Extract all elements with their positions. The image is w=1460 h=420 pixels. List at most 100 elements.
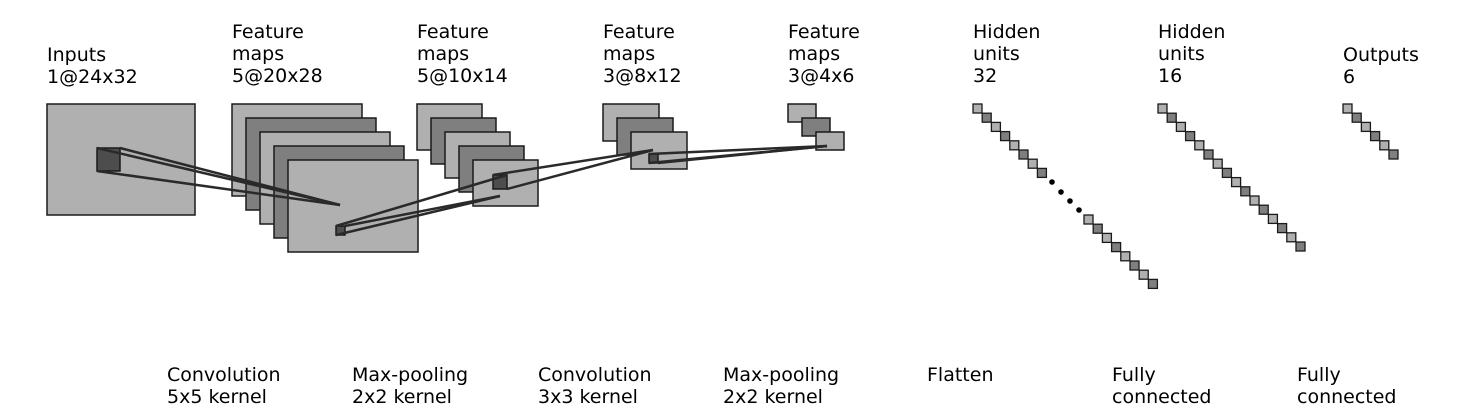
unit-square [1036, 167, 1048, 179]
unit-square [972, 103, 983, 114]
unit-square [1157, 103, 1168, 114]
connector-line [96, 169, 341, 207]
layer-label-line: Feature [788, 21, 860, 43]
operation-label-flatten: Flatten [927, 364, 993, 386]
unit-square [1018, 149, 1029, 160]
layer-label-feature-maps-2: Feature maps 5@10x14 [417, 21, 508, 87]
layer-label-line: Outputs [1343, 44, 1419, 66]
operation-label-line: 3x3 kernel [538, 386, 638, 408]
layer-label-line: units [1158, 43, 1205, 65]
unit-square [990, 121, 1002, 133]
operation-label-line: Max-pooling [723, 364, 840, 386]
operation-label-line: Convolution [167, 364, 281, 386]
operation-label-fully-connected-2: Fully connected [1297, 364, 1397, 408]
unit-square [1286, 232, 1297, 243]
layer-label-line: Hidden [1158, 21, 1226, 43]
layer-label-line: Feature [603, 21, 675, 43]
unit-square [1221, 167, 1233, 179]
operation-label-line: Max-pooling [352, 364, 469, 386]
layer-label-line: 5@20x28 [232, 65, 323, 87]
kernel-patch [96, 147, 121, 172]
operation-label-line: Fully [1112, 364, 1156, 386]
layer-label-line: 1@24x32 [47, 66, 138, 88]
unit-square [981, 112, 992, 123]
unit-square [1388, 149, 1399, 160]
layer-label-line: maps [603, 43, 656, 65]
operation-label-line: 2x2 kernel [723, 386, 823, 408]
feature-map [287, 159, 419, 253]
unit-square [1240, 186, 1251, 197]
layer-label-feature-maps-3: Feature maps 3@8x12 [603, 21, 682, 87]
layer-label-line: Hidden [973, 21, 1041, 43]
unit-square [999, 130, 1011, 142]
connector-line [335, 194, 501, 237]
operation-label-max-pooling-2: Max-pooling 2x2 kernel [723, 364, 839, 408]
unit-square [1212, 158, 1223, 169]
unit-square [1101, 232, 1113, 244]
unit-square [1194, 140, 1205, 151]
unit-square [1351, 112, 1362, 123]
connector-line [506, 148, 654, 191]
ellipsis-dot [1067, 198, 1073, 204]
layer-label-inputs: Inputs 1@24x32 [47, 44, 138, 88]
operation-label-line: connected [1297, 386, 1397, 408]
unit-square [1083, 214, 1094, 225]
unit-square [1258, 204, 1269, 215]
unit-square [1027, 158, 1038, 169]
unit-square [1276, 222, 1288, 234]
connector-line [335, 173, 508, 228]
unit-square [1342, 103, 1353, 114]
layer-label-line: 3@4x6 [788, 65, 855, 87]
layer-label-line: maps [788, 43, 841, 65]
layer-label-hidden-units-16: Hidden units 16 [1158, 21, 1225, 87]
unit-square [1009, 140, 1020, 151]
operation-label-line: Fully [1297, 364, 1341, 386]
unit-square [1166, 112, 1177, 123]
layer-label-outputs: Outputs 6 [1343, 44, 1419, 88]
layer-label-line: Feature [417, 21, 489, 43]
unit-square [1129, 260, 1140, 271]
layer-label-line: 32 [973, 65, 998, 87]
operation-label-fully-connected-1: Fully connected [1112, 364, 1212, 408]
layer-label-line: Feature [232, 21, 304, 43]
layer-label-line: maps [232, 43, 285, 65]
unit-square [1369, 130, 1381, 142]
unit-square [1120, 251, 1131, 262]
operation-label-line: 2x2 kernel [352, 386, 452, 408]
layer-label-feature-maps-4: Feature maps 3@4x6 [788, 21, 860, 87]
layer-label-line: Inputs [47, 44, 107, 66]
unit-square [1203, 149, 1214, 160]
layer-label-line: 16 [1158, 65, 1183, 87]
operation-label-line: Convolution [538, 364, 652, 386]
unit-square [1379, 140, 1390, 151]
unit-square [1184, 130, 1196, 142]
hidden-unit-columns [972, 103, 1399, 290]
connector-line [648, 144, 828, 156]
unit-square [1147, 278, 1159, 290]
operation-label-line: connected [1112, 386, 1212, 408]
operation-label-line: 5x5 kernel [167, 386, 267, 408]
operation-label-convolution-1: Convolution 5x5 kernel [167, 364, 281, 408]
operation-label-max-pooling-1: Max-pooling 2x2 kernel [352, 364, 468, 408]
ellipsis-dot [1049, 179, 1055, 185]
operation-label-convolution-2: Convolution 3x3 kernel [538, 364, 652, 408]
feature-map-stacks [46, 103, 845, 253]
layer-label-line: 5@10x14 [417, 65, 508, 87]
layer-label-feature-maps-1: Feature maps 5@20x28 [232, 21, 323, 87]
layer-label-line: 6 [1343, 66, 1356, 88]
unit-square [1110, 241, 1122, 253]
layer-label-line: maps [417, 43, 470, 65]
ellipsis-dot [1076, 207, 1082, 213]
unit-square [1249, 195, 1260, 206]
unit-square [1092, 223, 1103, 234]
unit-square [1138, 269, 1149, 280]
connector-line [492, 148, 654, 177]
kernel-connectors [96, 144, 828, 237]
connector-line [648, 144, 828, 165]
feature-map [46, 103, 196, 216]
ellipsis-dot [1058, 189, 1064, 195]
unit-square [1295, 241, 1306, 252]
unit-square [1360, 121, 1372, 133]
layer-label-hidden-units-32: Hidden units 32 [973, 21, 1040, 87]
